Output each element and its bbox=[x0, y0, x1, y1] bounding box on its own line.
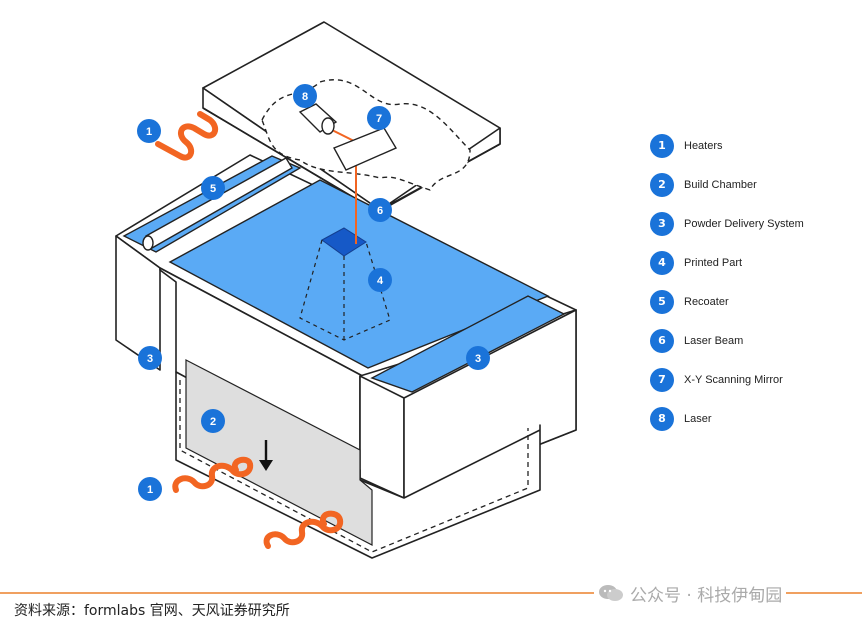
legend-badge: 1 bbox=[650, 133, 674, 158]
legend-item-build-chamber: 2 Build Chamber bbox=[650, 165, 850, 204]
footer-divider bbox=[0, 592, 862, 594]
svg-text:6: 6 bbox=[377, 205, 383, 217]
legend-badge: 6 bbox=[650, 328, 674, 353]
callout-laser: 8 bbox=[293, 84, 317, 108]
callout-powder-right: 3 bbox=[466, 346, 490, 370]
scanning-mirror bbox=[333, 127, 398, 171]
source-note: 资料来源：formlabs 官网、天风证券研究所 bbox=[14, 603, 290, 619]
legend-item-recoater: 5 Recoater bbox=[650, 282, 850, 321]
watermark: 公众号 · 科技伊甸园 bbox=[594, 582, 787, 606]
svg-text:1: 1 bbox=[147, 484, 153, 496]
watermark-text: 公众号 · 科技伊甸园 bbox=[630, 585, 783, 606]
legend-badge: 4 bbox=[650, 250, 674, 275]
legend-label: Heaters bbox=[684, 139, 723, 152]
legend-badge: 2 bbox=[650, 172, 674, 197]
chamber-dashed-outline bbox=[179, 380, 529, 553]
legend-item-printed-part: 4 Printed Part bbox=[650, 243, 850, 282]
legend-item-heaters: 1 Heaters bbox=[650, 126, 850, 165]
heater-bottom-2 bbox=[263, 510, 344, 549]
svg-text:3: 3 bbox=[147, 353, 153, 365]
callout-powder-left: 3 bbox=[138, 346, 162, 370]
laser-tube bbox=[298, 103, 338, 135]
powder-bed-main bbox=[168, 179, 550, 369]
legend-item-powder-delivery: 3 Powder Delivery System bbox=[650, 204, 850, 243]
callout-laser-beam: 6 bbox=[368, 198, 392, 222]
legend-label: Laser bbox=[684, 412, 712, 425]
heater-bottom-1 bbox=[172, 456, 254, 493]
svg-text:2: 2 bbox=[210, 416, 216, 428]
callout-build-chamber: 2 bbox=[201, 409, 225, 433]
legend-badge: 7 bbox=[650, 367, 674, 392]
callout-mirror: 7 bbox=[367, 106, 391, 130]
legend-label: Powder Delivery System bbox=[684, 217, 804, 230]
powder-bed-right bbox=[370, 295, 566, 393]
callout-printed-part: 4 bbox=[368, 268, 392, 292]
legend-badge: 3 bbox=[650, 211, 674, 236]
down-arrow-icon bbox=[259, 440, 273, 471]
heater-top bbox=[155, 111, 219, 161]
svg-text:1: 1 bbox=[146, 126, 152, 138]
legend-item-laser-beam: 6 Laser Beam bbox=[650, 321, 850, 360]
legend-item-laser: 8 Laser bbox=[650, 399, 850, 438]
legend-badge: 5 bbox=[650, 289, 674, 314]
build-chamber bbox=[185, 359, 373, 546]
svg-text:3: 3 bbox=[475, 353, 481, 365]
svg-text:7: 7 bbox=[376, 113, 382, 125]
callout-heater-bottom: 1 bbox=[138, 477, 162, 501]
legend: 1 Heaters 2 Build Chamber 3 Powder Deliv… bbox=[650, 126, 850, 438]
legend-label: Recoater bbox=[684, 295, 729, 308]
recoater-roller bbox=[142, 157, 293, 251]
svg-text:8: 8 bbox=[302, 91, 308, 103]
svg-text:4: 4 bbox=[377, 275, 384, 287]
callout-recoater: 5 bbox=[201, 176, 225, 200]
legend-label: Build Chamber bbox=[684, 178, 757, 191]
svg-text:5: 5 bbox=[210, 183, 216, 195]
legend-label: Laser Beam bbox=[684, 334, 744, 347]
legend-label: X-Y Scanning Mirror bbox=[684, 373, 783, 386]
legend-badge: 8 bbox=[650, 406, 674, 431]
legend-label: Printed Part bbox=[684, 256, 743, 269]
legend-item-scanning-mirror: 7 X-Y Scanning Mirror bbox=[650, 360, 850, 399]
callout-heater-top: 1 bbox=[137, 119, 161, 143]
laser-housing bbox=[202, 21, 501, 213]
wechat-icon bbox=[599, 585, 623, 601]
